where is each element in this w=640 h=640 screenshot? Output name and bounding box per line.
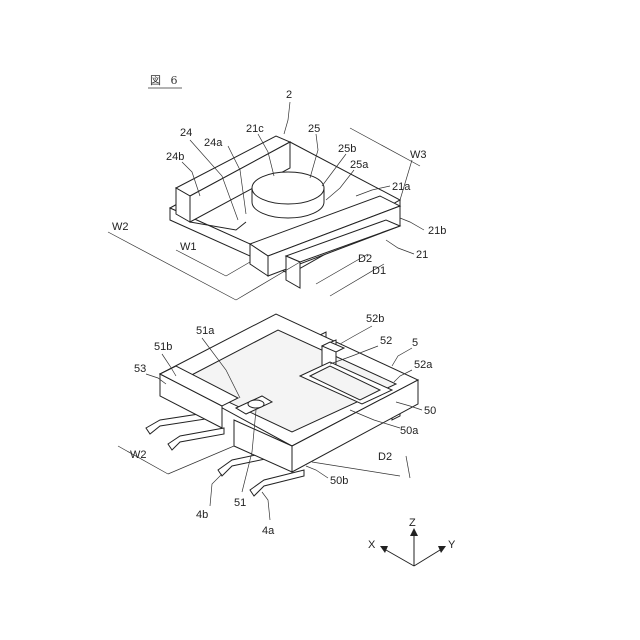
label-d2-upper: D2 bbox=[358, 253, 372, 265]
label-4b: 4b bbox=[196, 509, 208, 521]
terminal-left-2 bbox=[168, 428, 224, 450]
label-53: 53 bbox=[134, 363, 146, 375]
leader-50b bbox=[306, 466, 328, 478]
label-21b: 21b bbox=[428, 225, 446, 237]
y-axis-line bbox=[414, 550, 440, 566]
d2b-dimension-line bbox=[312, 462, 400, 476]
rail-21b-front bbox=[286, 256, 300, 288]
leader-4a bbox=[262, 492, 270, 520]
terminal-4a bbox=[250, 470, 304, 496]
label-d1: D1 bbox=[372, 265, 386, 277]
w1-ext-line bbox=[226, 262, 250, 276]
label-2: 2 bbox=[286, 89, 292, 101]
label-51b: 51b bbox=[154, 341, 172, 353]
label-24b: 24b bbox=[166, 151, 184, 163]
label-21: 21 bbox=[416, 249, 428, 261]
label-24: 24 bbox=[180, 127, 192, 139]
notch-51-hole bbox=[248, 400, 264, 408]
label-51a: 51a bbox=[196, 325, 215, 337]
leader-21b bbox=[400, 218, 424, 230]
leader-5 bbox=[392, 348, 412, 366]
label-w1: W1 bbox=[180, 241, 197, 253]
label-w3: W3 bbox=[410, 149, 427, 161]
label-5: 5 bbox=[412, 337, 418, 349]
label-50: 50 bbox=[424, 405, 436, 417]
disc-25-top bbox=[252, 172, 324, 204]
label-51: 51 bbox=[234, 497, 246, 509]
label-24a: 24a bbox=[204, 137, 223, 149]
x-axis-arrow bbox=[380, 546, 388, 553]
axis-indicator: Z X Y bbox=[368, 517, 456, 566]
d2b-ext-line bbox=[406, 456, 410, 478]
label-52b: 52b bbox=[366, 313, 384, 325]
leader-2 bbox=[284, 102, 290, 134]
axis-label-z: Z bbox=[409, 517, 416, 529]
label-50b: 50b bbox=[330, 475, 348, 487]
label-w2-lower: W2 bbox=[130, 449, 147, 461]
label-d2-lower: D2 bbox=[378, 451, 392, 463]
label-4a: 4a bbox=[262, 525, 275, 537]
leader-52b bbox=[340, 326, 372, 344]
axis-label-y: Y bbox=[448, 539, 456, 551]
lower-component bbox=[146, 314, 418, 496]
label-52: 52 bbox=[380, 335, 392, 347]
w3-ext-line bbox=[400, 160, 412, 200]
label-21a: 21a bbox=[392, 181, 411, 193]
w2-dimension-line bbox=[108, 232, 236, 300]
axis-label-x: X bbox=[368, 539, 376, 551]
label-25: 25 bbox=[308, 123, 320, 135]
label-25a: 25a bbox=[350, 159, 369, 171]
label-21c: 21c bbox=[246, 123, 264, 135]
leader-4b bbox=[210, 474, 222, 506]
label-w2-upper: W2 bbox=[112, 221, 129, 233]
label-52a: 52a bbox=[414, 359, 433, 371]
leader-21 bbox=[386, 240, 414, 254]
y-axis-arrow bbox=[438, 546, 446, 553]
z-axis-arrow bbox=[410, 528, 418, 536]
x-axis-line bbox=[386, 550, 414, 566]
label-50a: 50a bbox=[400, 425, 419, 437]
label-25b: 25b bbox=[338, 143, 356, 155]
figure-title: 図 6 bbox=[150, 74, 181, 87]
